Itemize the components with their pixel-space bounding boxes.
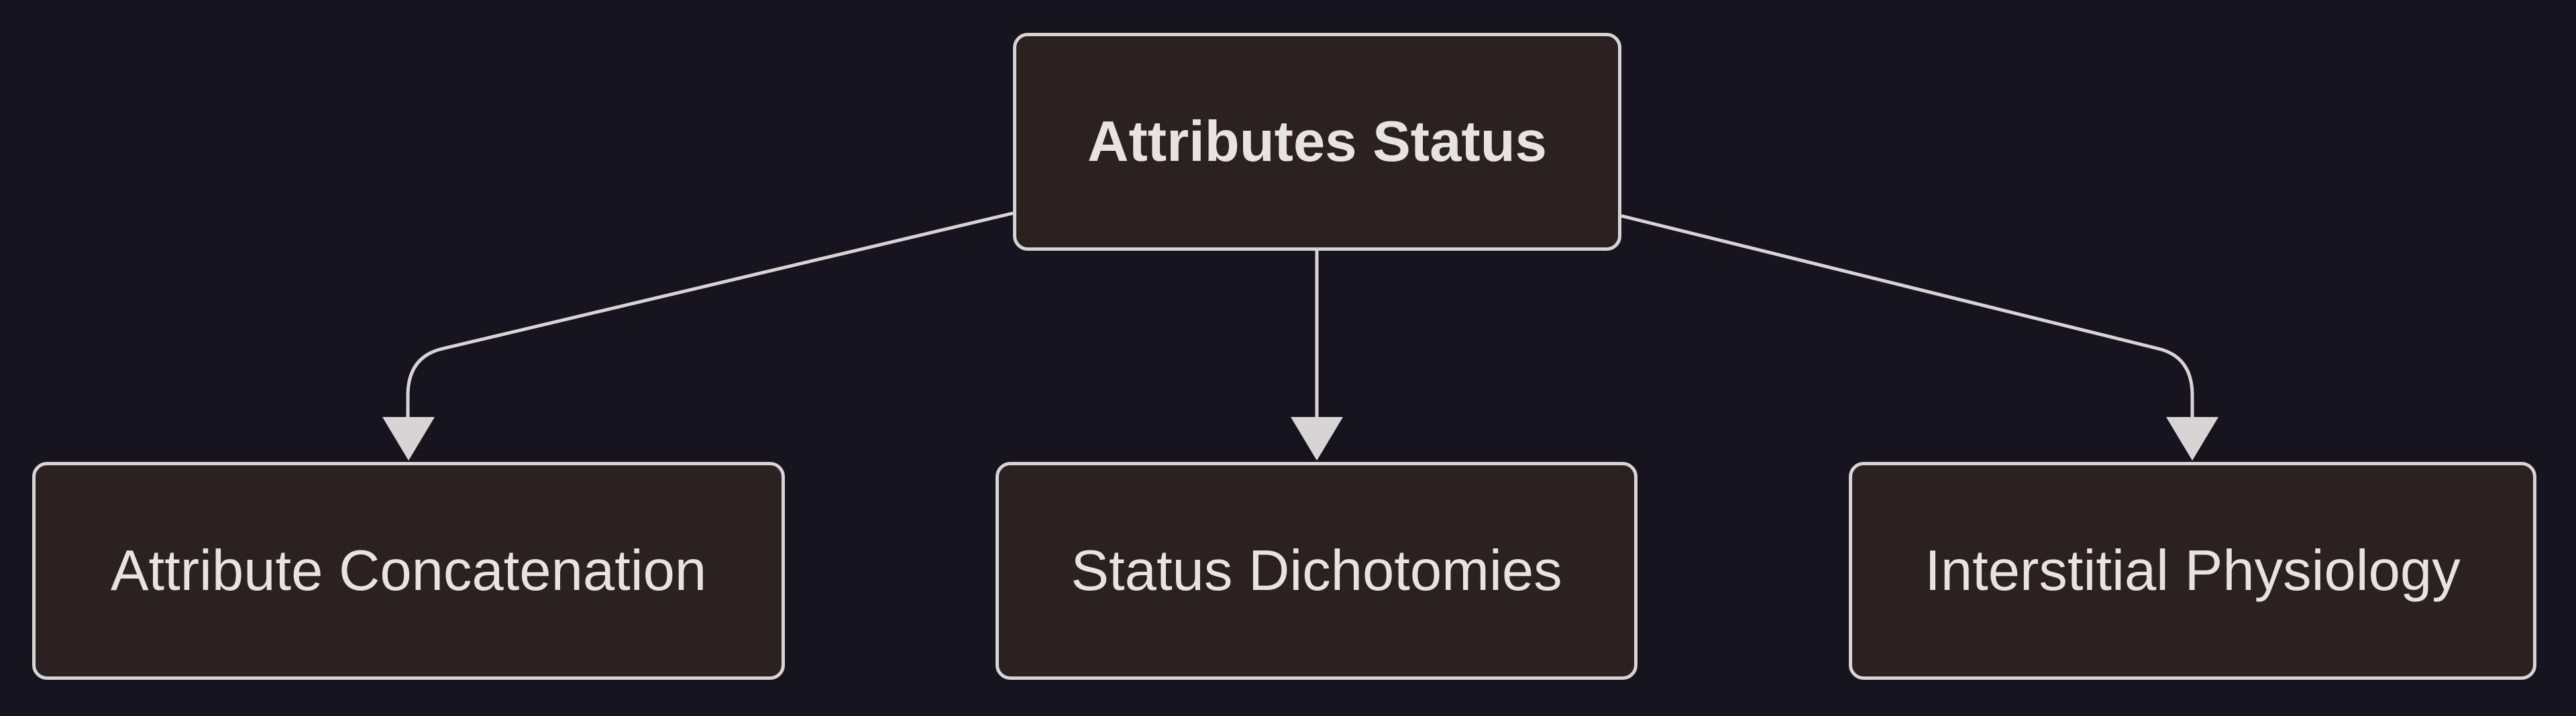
node-label: Attribute Concatenation [110, 539, 707, 603]
node-label: Interstitial Physiology [1925, 539, 2461, 603]
node-interstitial-physiology[interactable]: Interstitial Physiology [1849, 462, 2536, 680]
node-label: Attributes Status [1087, 110, 1547, 174]
node-status-dichotomies[interactable]: Status Dichotomies [996, 462, 1638, 680]
node-attribute-concatenation[interactable]: Attribute Concatenation [32, 462, 785, 680]
node-label: Status Dichotomies [1071, 539, 1562, 603]
edge-root-to-interstitial-physiology [1621, 214, 2194, 417]
arrowhead-interstitial-physiology [2166, 417, 2218, 461]
node-attributes-status[interactable]: Attributes Status [1013, 33, 1621, 251]
arrowhead-attribute-concatenation [382, 417, 435, 461]
edge-root-to-attribute-concatenation [406, 211, 1014, 417]
arrowhead-status-dichotomies [1291, 417, 1343, 461]
